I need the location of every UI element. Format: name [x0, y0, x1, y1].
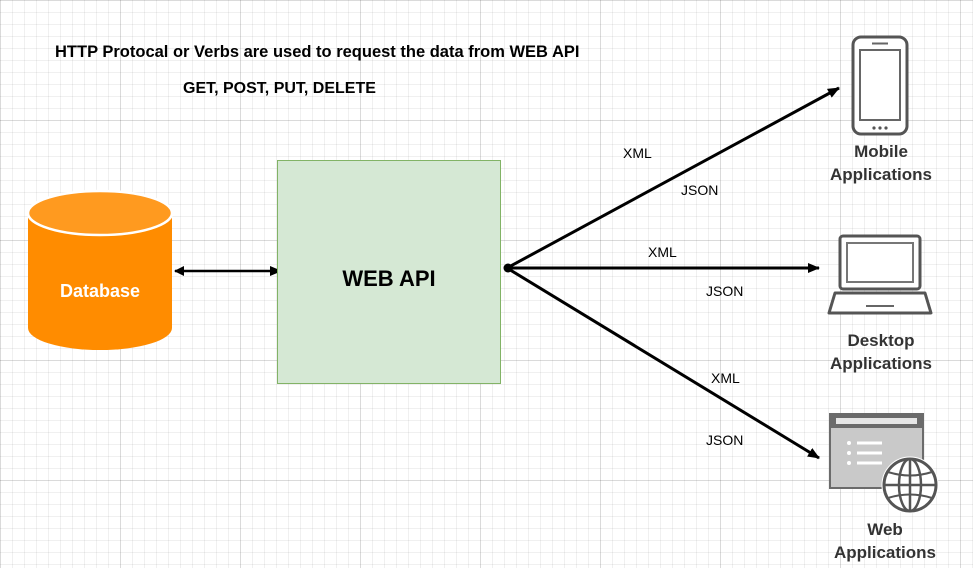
web-browser-globe-icon [829, 413, 939, 514]
database-cylinder[interactable] [26, 189, 174, 350]
mobile-xml-label: XML [623, 145, 652, 161]
fan-out-origin [503, 263, 513, 273]
mobile-phone-icon [851, 35, 909, 136]
web-api-box[interactable]: WEB API [277, 160, 501, 384]
mobile-applications-label: Mobile Applications [820, 140, 942, 186]
web-applications-label: Web Applications [824, 518, 946, 564]
http-verbs: GET, POST, PUT, DELETE [183, 80, 376, 97]
web-label-line1: Web [867, 520, 903, 539]
web-label-line2: Applications [833, 543, 936, 562]
desktop-label-line1: Desktop [847, 331, 915, 350]
database-label: Database [59, 281, 141, 301]
desktop-xml-label: XML [648, 244, 677, 260]
desktop-label-line2: Applications [829, 354, 932, 373]
mobile-label-line2: Applications [829, 165, 932, 184]
mobile-json-label: JSON [681, 182, 719, 198]
laptop-icon [827, 234, 933, 315]
desktop-applications-label: Desktop Applications [820, 329, 942, 375]
web-api-label: WEB API [342, 266, 436, 291]
mobile-label-line1: Mobile [854, 142, 908, 161]
headline: HTTP Protocal or Verbs are used to reque… [55, 43, 580, 61]
web-xml-label: XML [711, 370, 740, 386]
web-json-label: JSON [706, 432, 744, 448]
arrow-to-mobile [506, 86, 840, 270]
arrow-to-web [506, 266, 820, 460]
desktop-json-label: JSON [706, 283, 744, 299]
